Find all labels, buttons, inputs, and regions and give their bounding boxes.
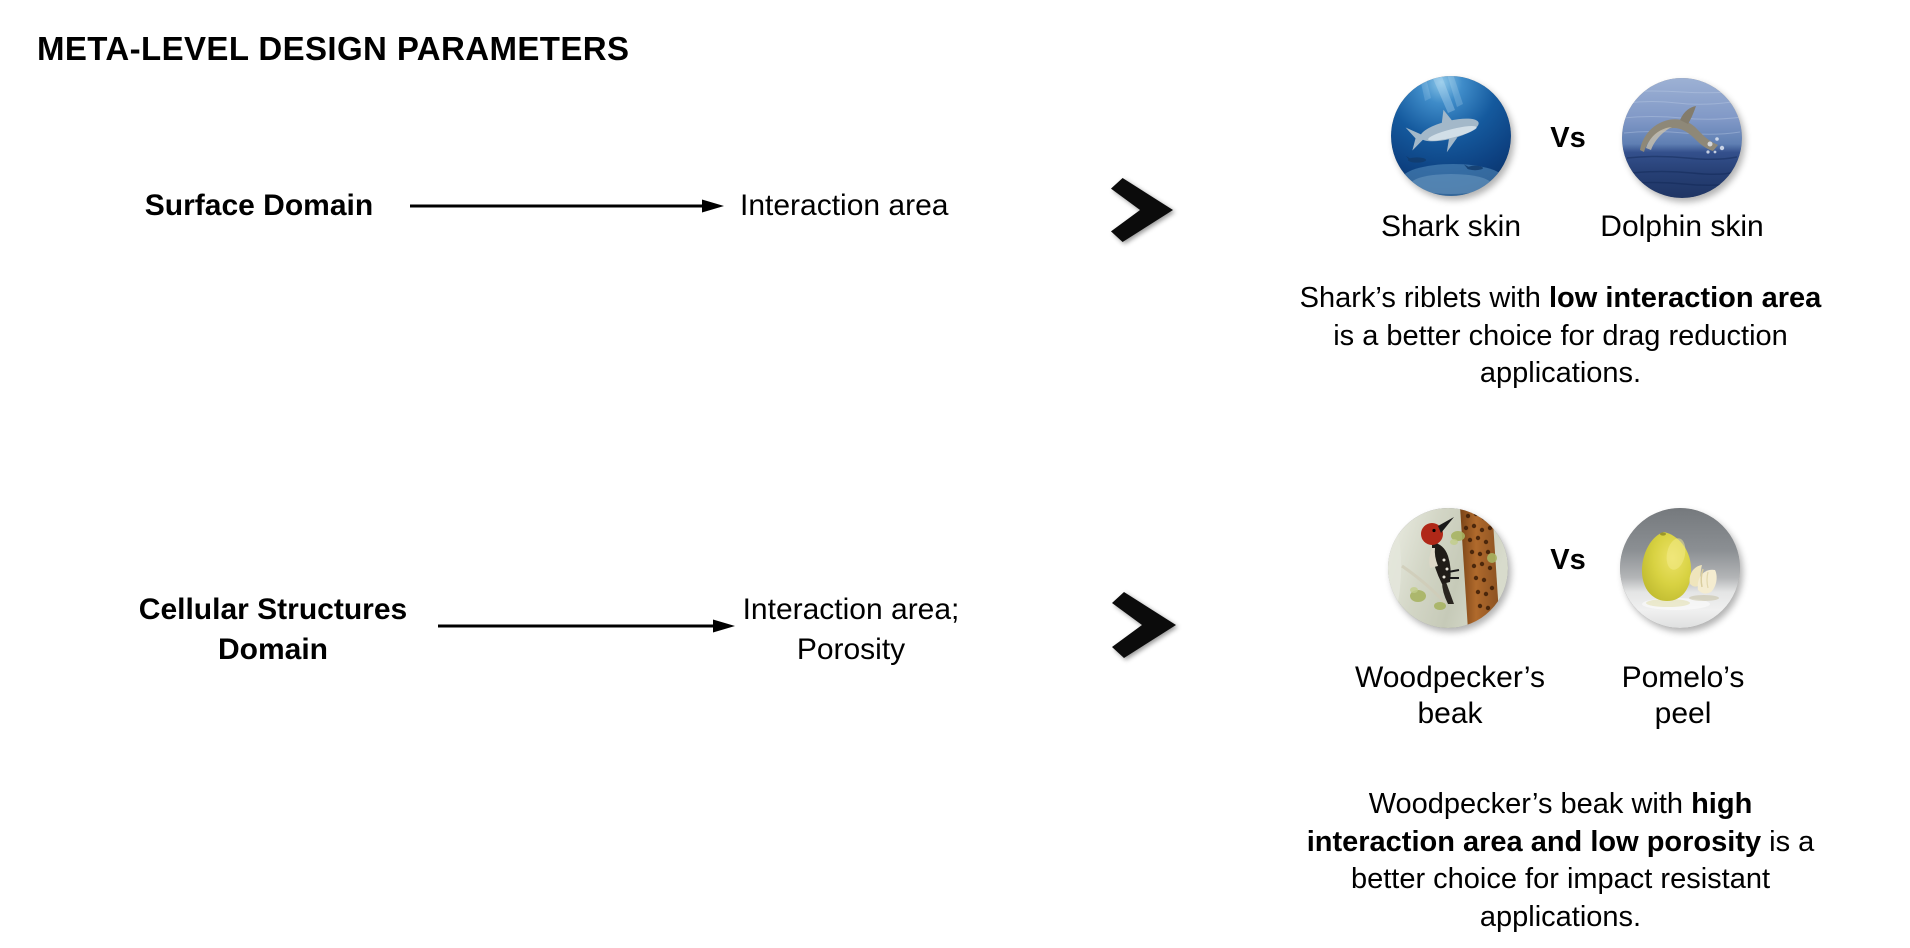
photo-label-dolphin-skin: Dolphin skin (1600, 210, 1764, 243)
comparison-caption-row2: Woodpecker’s beak with high interaction … (1299, 786, 1822, 936)
design-parameter-label: Interaction area; Porosity (742, 593, 960, 666)
photo-label-woodpecker-beak: Woodpecker’s beak (1354, 661, 1546, 730)
domain-label-cellular-structures: Cellular Structures Domain (138, 593, 408, 666)
caption-text: Woodpecker’s beak with (1368, 788, 1692, 820)
chevron-right-icon (1112, 592, 1176, 658)
domain-label-surface: Surface Domain (144, 189, 374, 222)
flow-arrow-icon (410, 196, 725, 216)
shark-photo (1391, 76, 1511, 196)
flow-arrow-icon (438, 616, 736, 636)
comparison-caption-row1: Shark’s riblets with low interaction are… (1299, 280, 1822, 393)
caption-text: is a better choice for impact resistant … (1350, 825, 1815, 933)
pomelo-photo (1620, 508, 1740, 628)
caption-text: is a better choice for drag reduction ap… (1333, 319, 1788, 390)
design-parameter-label: Interaction area (740, 189, 949, 222)
photo-label-shark-skin: Shark skin (1380, 210, 1522, 243)
page-title: META-LEVEL DESIGN PARAMETERS (37, 30, 630, 67)
caption-text: Shark’s riblets with (1299, 282, 1549, 314)
vs-label: Vs (1550, 544, 1586, 576)
dolphin-photo (1622, 78, 1742, 198)
chevron-right-icon (1110, 178, 1174, 242)
woodpecker-photo (1388, 508, 1508, 628)
photo-label-pomelo-peel: Pomelo’s peel (1621, 661, 1745, 730)
vs-label: Vs (1550, 122, 1586, 154)
caption-bold-text: high interaction area and low porosity (1306, 788, 1762, 858)
caption-bold-text: low interaction area (1548, 282, 1822, 314)
